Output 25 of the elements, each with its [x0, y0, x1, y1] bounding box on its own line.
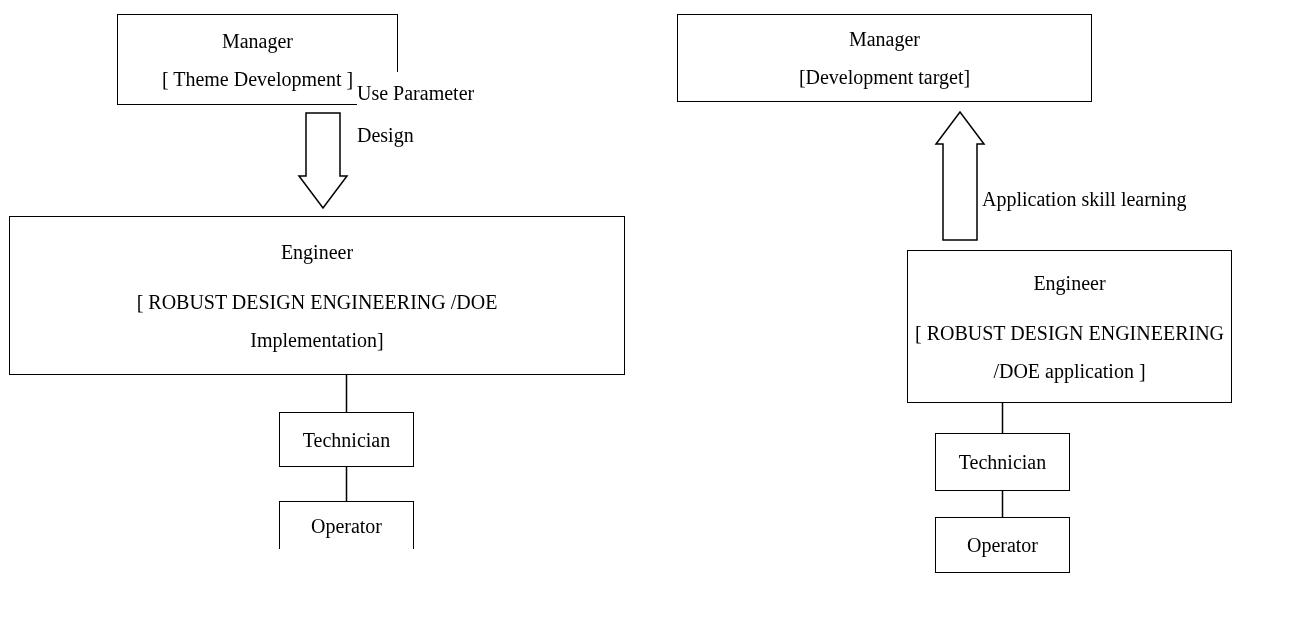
hollow-arrow: [297, 112, 349, 210]
role-description: [ Theme Development ]: [161, 66, 354, 93]
role-title: Engineer: [1033, 270, 1106, 297]
role-title: Manager: [221, 28, 294, 55]
role-box: [279, 501, 414, 549]
role-box: [907, 250, 1232, 403]
role-title: Manager: [848, 27, 921, 53]
role-description: [ ROBUST DESIGN ENGINEERING /DOE Implementation]: [135, 289, 499, 354]
connector-line: [345, 374, 348, 413]
role-title: Engineer: [280, 239, 354, 266]
role-title: Technician: [958, 450, 1047, 475]
role-box: [9, 216, 625, 375]
role-title: Operator: [310, 513, 383, 540]
role-description: [Development target]: [798, 65, 971, 91]
role-box: [935, 433, 1070, 491]
role-box: [279, 412, 414, 467]
role-title: Technician: [302, 427, 391, 453]
connector-line: [1001, 402, 1004, 434]
role-box: [677, 14, 1092, 102]
connector-line: [1001, 490, 1004, 518]
role-box: [935, 517, 1070, 573]
connector-line: [345, 466, 348, 502]
role-description: [ ROBUST DESIGN ENGINEERING /DOE application ]: [914, 320, 1225, 385]
role-title: Operator: [966, 533, 1039, 559]
hollow-arrow: [934, 110, 986, 241]
